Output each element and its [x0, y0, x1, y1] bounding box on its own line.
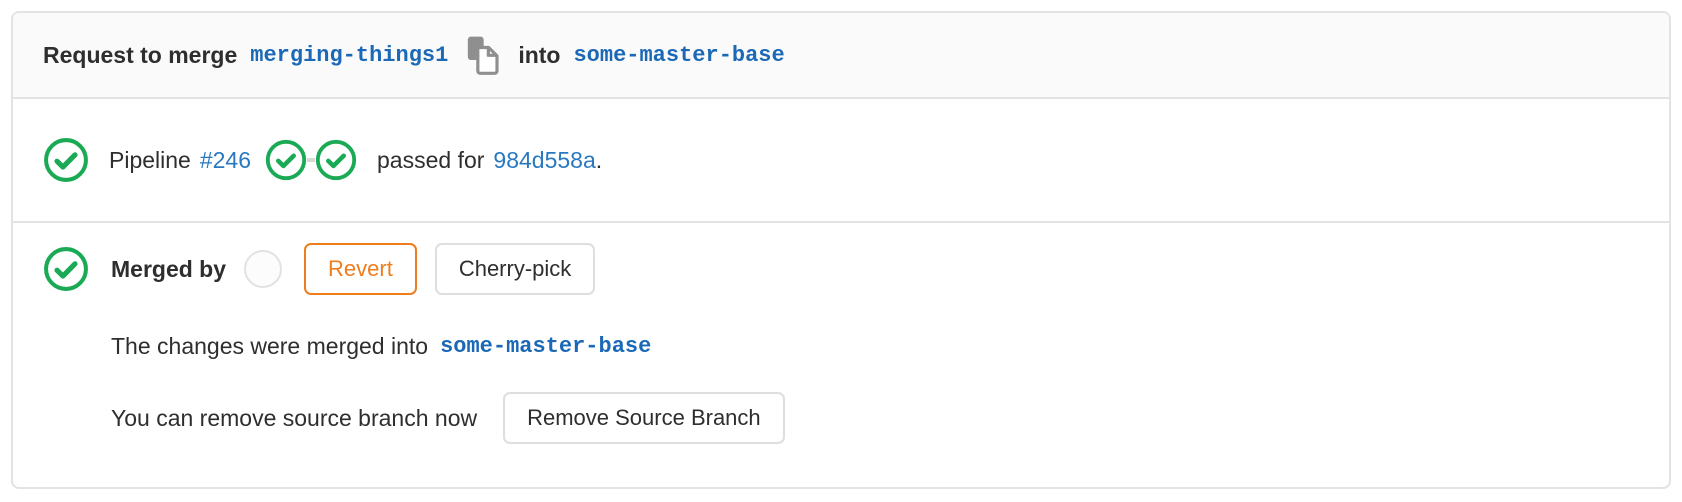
pipeline-section: Pipeline #246 passed for 984d558a . [13, 99, 1669, 223]
merge-request-widget: Request to merge merging-things1 into so… [11, 11, 1671, 489]
remove-source-branch-text: You can remove source branch now [111, 404, 478, 431]
merger-avatar[interactable] [244, 250, 283, 288]
cherry-pick-button[interactable]: Cherry-pick [434, 243, 596, 295]
pipeline-status-success-icon [43, 137, 89, 183]
mr-widget-header: Request to merge merging-things1 into so… [13, 13, 1669, 99]
pipeline-number-link[interactable]: #246 [199, 146, 252, 173]
into-text: into [518, 41, 561, 68]
commit-sha-link[interactable]: 984d558a [493, 146, 596, 173]
pipeline-stage-success-icon[interactable] [265, 139, 308, 181]
merged-into-text: The changes were merged into [111, 333, 429, 359]
remove-source-branch-button[interactable]: Remove Source Branch [503, 392, 785, 444]
merged-into-branch-link[interactable]: some-master-base [440, 334, 652, 359]
merged-by-label: Merged by [111, 255, 227, 282]
sentence-period: . [595, 146, 603, 173]
target-branch-link[interactable]: some-master-base [573, 42, 785, 68]
pipeline-result-text: passed for [377, 146, 485, 173]
merged-into-row: The changes were merged into some-master… [111, 333, 1639, 360]
revert-button[interactable]: Revert [304, 243, 417, 295]
merged-by-row: Merged by Revert Cherry-pick [43, 241, 1639, 297]
merge-state-section: Merged by Revert Cherry-pick The changes… [13, 223, 1669, 444]
copy-to-clipboard-icon [462, 33, 502, 77]
pipeline-mini-graph [265, 139, 358, 181]
source-branch-link[interactable]: merging-things1 [250, 42, 449, 68]
stage-connector [303, 158, 320, 162]
request-to-merge-text: Request to merge [43, 41, 238, 68]
copy-branch-name-button[interactable] [462, 33, 502, 77]
merge-status-success-icon [43, 246, 89, 292]
remove-source-branch-row: You can remove source branch now Remove … [111, 392, 1639, 444]
pipeline-label: Pipeline [109, 146, 191, 173]
pipeline-stage-success-icon[interactable] [315, 139, 358, 181]
